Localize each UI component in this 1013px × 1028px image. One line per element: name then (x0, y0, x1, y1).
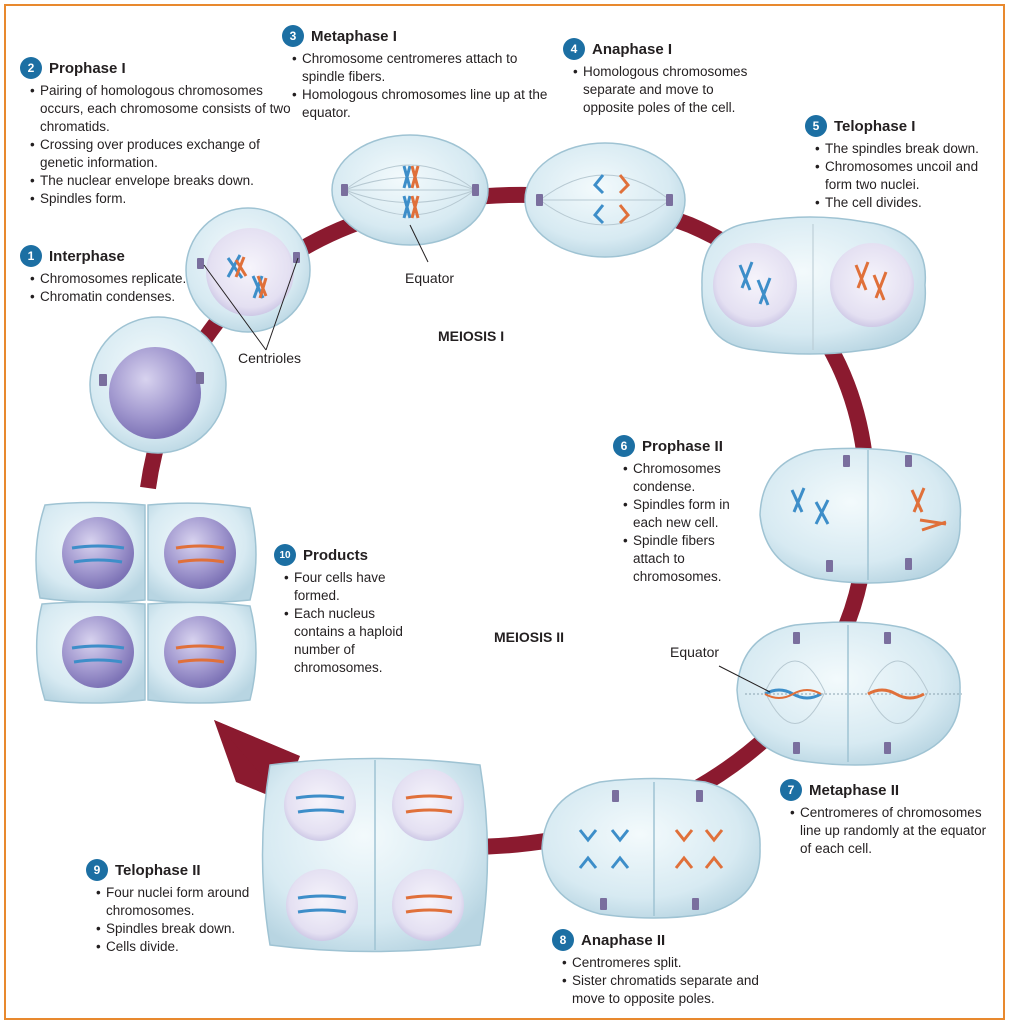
stage-bullet: Four nuclei form around chromosomes. (96, 884, 276, 920)
stage-bullet: Each nucleus contains a haploid number o… (284, 605, 424, 677)
stage-title: Products (303, 546, 369, 564)
stage-title: Prophase I (49, 59, 126, 77)
stage-bullet: The cell divides. (815, 194, 1000, 212)
stage-bullet: Spindles form in each new cell. (623, 496, 753, 532)
stage-number-badge: 1 (20, 245, 42, 267)
telophase2-cells (261, 757, 489, 953)
stage-bullet: Homologous chromosomes separate and move… (573, 63, 763, 117)
stage-bullet: The spindles break down. (815, 140, 1000, 158)
stage-telophase2: 9 Telophase II Four nuclei form around ch… (86, 858, 276, 956)
figure-frame (4, 4, 1005, 1020)
stage-number-badge: 2 (20, 57, 42, 79)
stage-number-badge: 4 (563, 38, 585, 60)
stage-bullet: Four cells have formed. (284, 569, 424, 605)
centrioles-label: Centrioles (238, 350, 302, 366)
stage-title: Telophase I (834, 117, 916, 135)
stage-number-badge: 7 (780, 779, 802, 801)
meiosis1-label: MEIOSIS I (438, 328, 505, 344)
interphase-cell (89, 316, 227, 454)
stage-bullet: Cells divide. (96, 938, 276, 956)
equator-label-top: Equator (405, 270, 455, 286)
stage-products: 10 Products Four cells have formed. Each … (274, 543, 424, 677)
stage-prophase2: 6 Prophase II Chromosomes condense. Spind… (613, 434, 753, 586)
stage-anaphase2: 8 Anaphase II Centromeres split. Sister c… (552, 928, 792, 1008)
stage-number-badge: 9 (86, 859, 108, 881)
centrioles-callout-lines (203, 257, 299, 351)
stage-prophase1: 2 Prophase I Pairing of homologous chromo… (20, 56, 295, 208)
stage-bullet: Spindles break down. (96, 920, 276, 938)
stage-number-badge: 3 (282, 25, 304, 47)
stage-number-badge: 6 (613, 435, 635, 457)
stage-bullet: Centromeres split. (562, 954, 792, 972)
stage-bullet: Chromosomes replicate. (30, 270, 210, 288)
metaphase2-cells (718, 621, 962, 766)
anaphase1-cell (524, 142, 686, 258)
stage-bullet: Chromosome centromeres attach to spindle… (292, 50, 552, 86)
stage-title: Metaphase I (311, 27, 397, 45)
stage-number-badge: 8 (552, 929, 574, 951)
telophase1-cell (701, 216, 927, 355)
stage-telophase1: 5 Telophase I The spindles break down. Ch… (805, 114, 1000, 212)
stage-anaphase1: 4 Anaphase I Homologous chromosomes separ… (563, 37, 763, 117)
stage-bullet: The nuclear envelope breaks down. (30, 172, 295, 190)
prophase1-cell (185, 207, 311, 333)
stage-bullet: Sister chromatids separate and move to o… (562, 972, 792, 1008)
meiosis2-label: MEIOSIS II (494, 629, 565, 645)
metaphase1-cell (331, 134, 489, 263)
stage-title: Metaphase II (809, 781, 900, 799)
product-cells (35, 501, 257, 704)
stage-bullet: Spindle fibers attach to chromosomes. (623, 532, 753, 586)
stage-bullet: Chromatin condenses. (30, 288, 210, 306)
stage-title: Anaphase II (581, 931, 666, 949)
stage-bullet: Chromosomes condense. (623, 460, 753, 496)
stage-metaphase1: 3 Metaphase I Chromosome centromeres atta… (282, 24, 552, 122)
equator-label-right: Equator (670, 644, 720, 660)
stage-title: Telophase II (115, 861, 201, 879)
stage-number-badge: 5 (805, 115, 827, 137)
stage-bullet: Chromosomes uncoil and form two nuclei. (815, 158, 1000, 194)
stage-interphase: 1 Interphase Chromosomes replicate. Chrom… (20, 244, 210, 306)
prophase2-cells (759, 447, 962, 584)
stage-bullet: Homologous chromosomes line up at the eq… (292, 86, 552, 122)
anaphase2-cells (541, 777, 761, 919)
stage-title: Prophase II (642, 437, 723, 455)
stage-bullet: Pairing of homologous chromosomes occurs… (30, 82, 295, 136)
stage-bullet: Spindles form. (30, 190, 295, 208)
stage-title: Anaphase I (592, 40, 673, 58)
stage-bullet: Crossing over produces exchange of genet… (30, 136, 295, 172)
stage-bullet: Centromeres of chromosomes line up rando… (790, 804, 1000, 858)
stage-title: Interphase (49, 247, 125, 265)
stage-number-badge: 10 (274, 544, 296, 566)
stage-metaphase2: 7 Metaphase II Centromeres of chromosomes… (780, 778, 1000, 858)
